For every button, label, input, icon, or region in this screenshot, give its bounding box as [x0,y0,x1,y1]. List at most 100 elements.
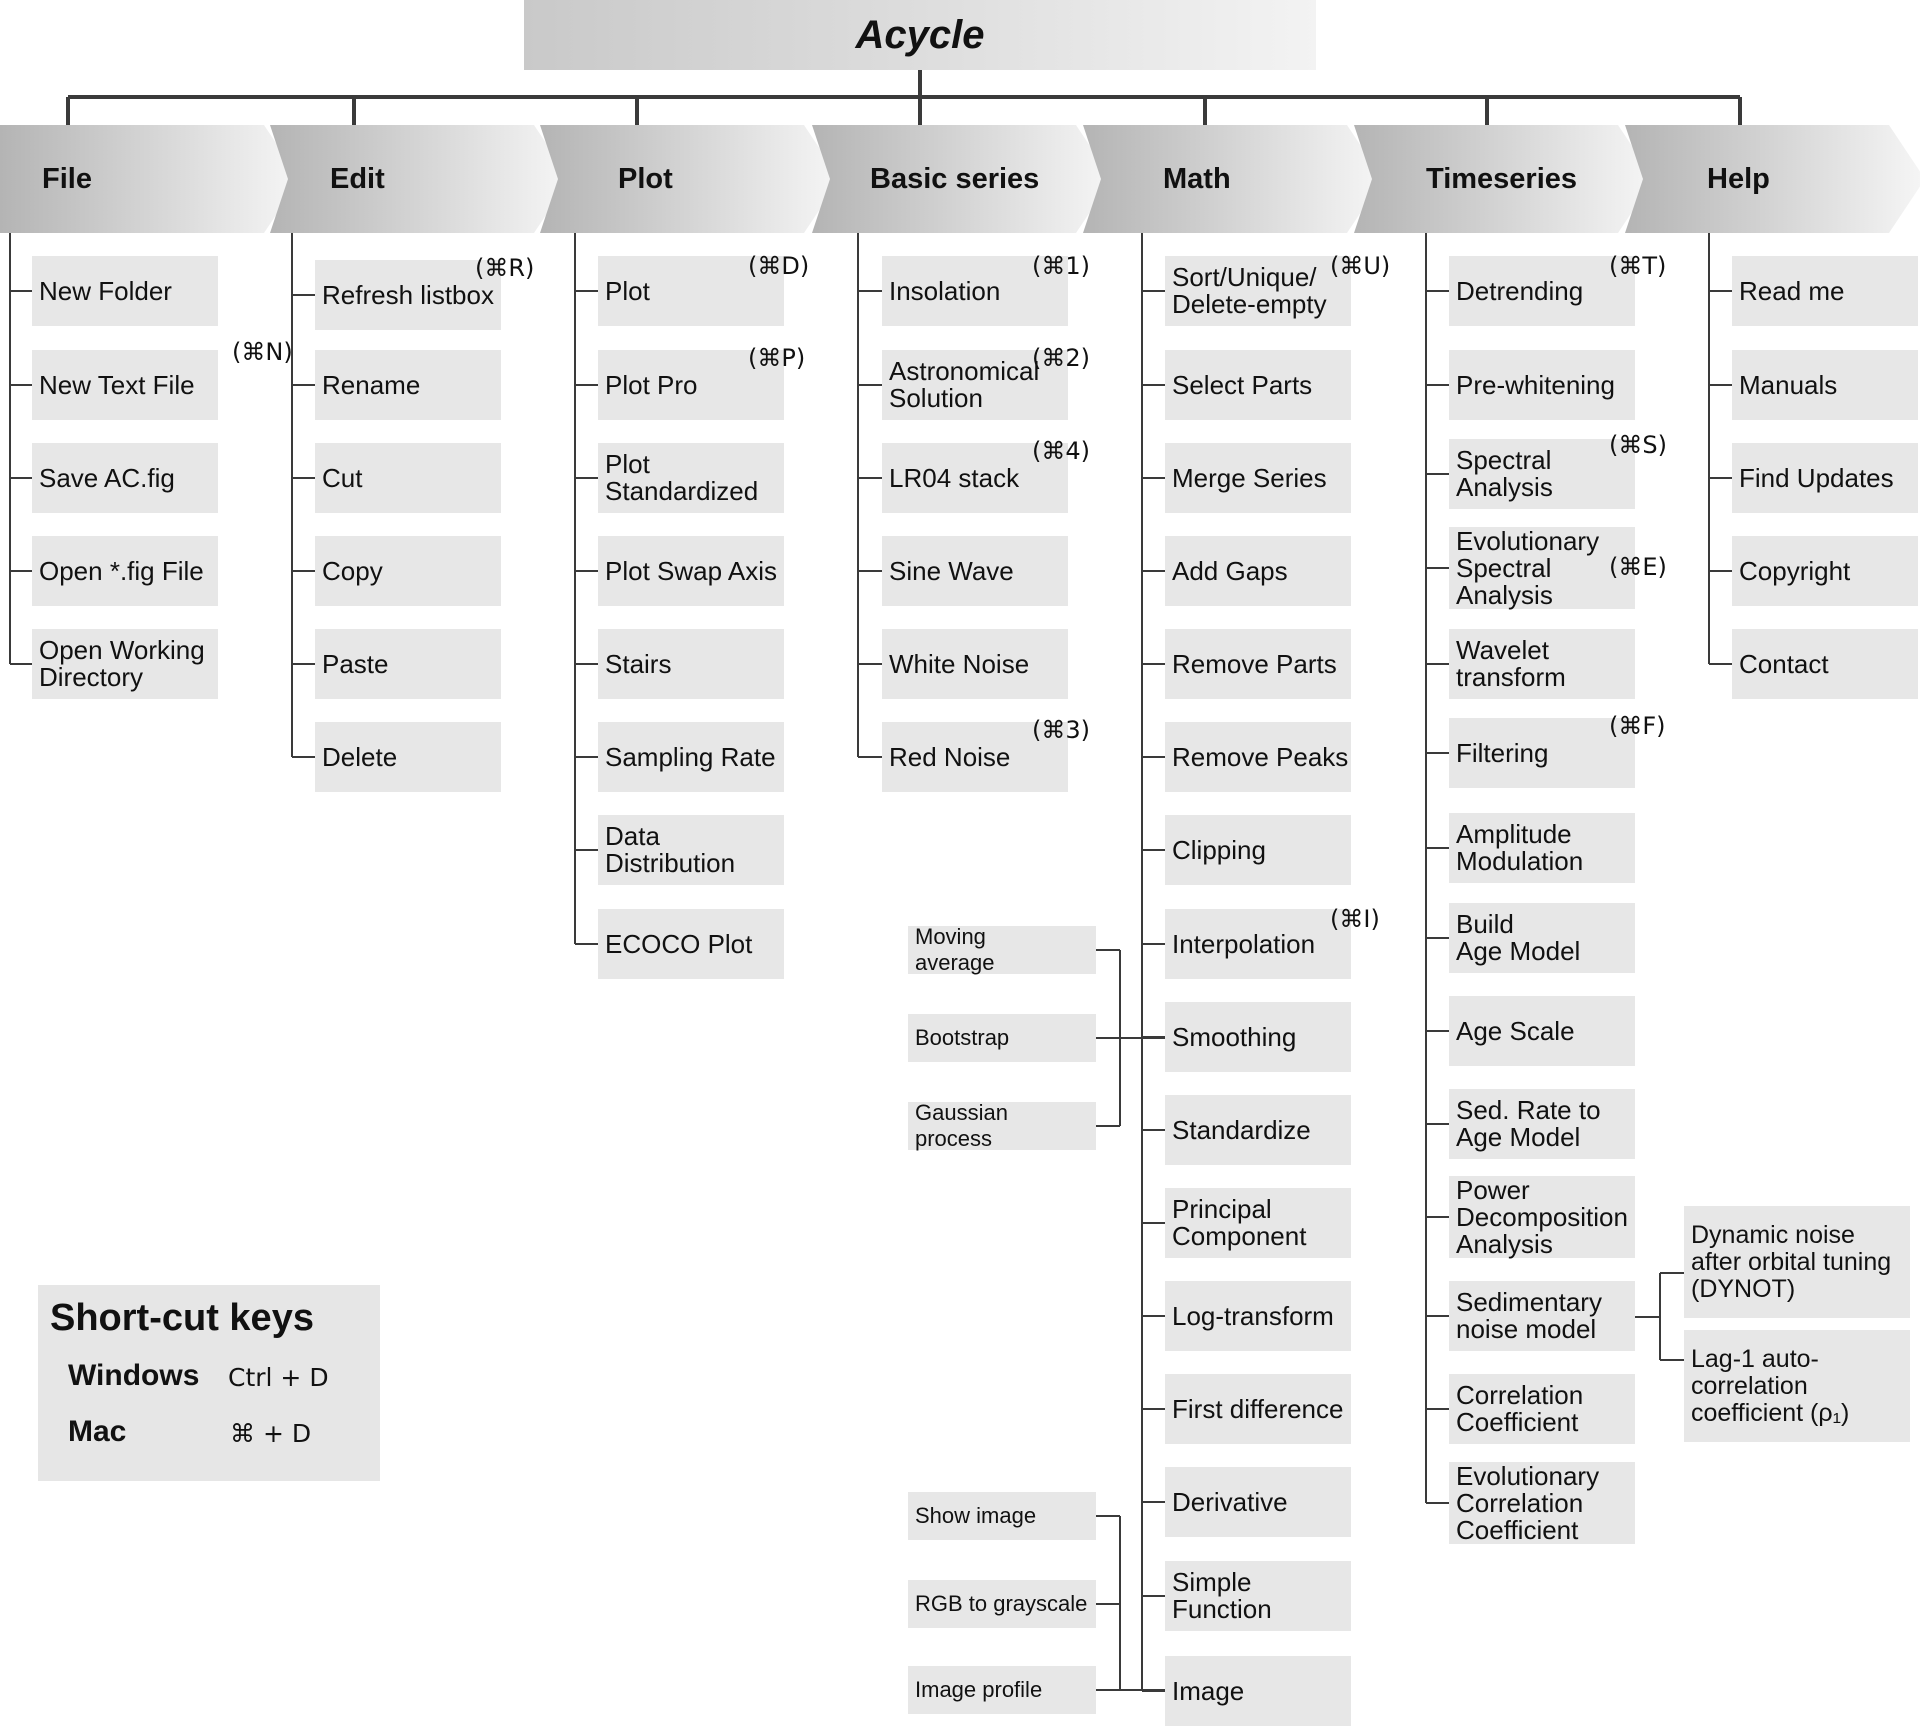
menu-item-derivative[interactable]: Derivative [1165,1467,1351,1537]
menu-file[interactable]: File [0,125,300,233]
menu-item-label: Principal Component [1172,1194,1307,1251]
menu-item-clipping[interactable]: Clipping [1165,815,1351,885]
menu-item-label: Read me [1739,275,1845,306]
menu-item-simple-function[interactable]: Simple Function [1165,1561,1351,1631]
menu-item-refresh-listbox[interactable]: Refresh listbox [315,260,501,330]
menu-item-merge-series[interactable]: Merge Series [1165,443,1351,513]
submenu-smoothing-gaussian-process[interactable]: Gaussian process [908,1100,1096,1151]
submenu-image-show-image[interactable]: Show image [908,1492,1096,1540]
menu-item-pre-whitening[interactable]: Pre-whitening [1449,350,1635,420]
menu-basic-label: Basic series [870,162,1040,195]
menu-item-sed-rate-to-age-model[interactable]: Sed. Rate to Age Model [1449,1089,1635,1159]
menu-item-label: Age Scale [1456,1015,1575,1046]
menu-item-sine-wave[interactable]: Sine Wave [882,536,1068,606]
legend-os-mac: Mac [68,1415,127,1448]
menu-item-new-text-file[interactable]: New Text File [32,350,218,420]
menu-item-select-parts[interactable]: Select Parts [1165,350,1351,420]
menu-item-copy[interactable]: Copy [315,536,501,606]
menu-item-copyright[interactable]: Copyright [1732,536,1918,606]
submenu-noise-lag-1-auto-correlation-coefficient[interactable]: Lag-1 auto- correlation coefficient (ρ₁) [1684,1330,1910,1442]
menu-item-label: Build Age Model [1456,909,1581,966]
submenu-smoothing-moving-average[interactable]: Moving average [908,924,1096,975]
menu-item-lr04-stack[interactable]: LR04 stack [882,443,1068,513]
menu-item-label: Open *.fig File [39,555,204,586]
menu-edit[interactable]: Edit [270,125,570,233]
menu-item-label: Cut [322,462,363,493]
submenu-item-label: Bootstrap [915,1025,1010,1050]
menu-item-wavelet-transform[interactable]: Wavelet transform [1449,629,1635,699]
menu-item-insolation[interactable]: Insolation [882,256,1068,326]
submenu-smoothing-bootstrap[interactable]: Bootstrap [908,1014,1096,1062]
menu-item-manuals[interactable]: Manuals [1732,350,1918,420]
menu-item-add-gaps[interactable]: Add Gaps [1165,536,1351,606]
menu-item-delete[interactable]: Delete [315,722,501,792]
menu-item-spectral-analysis[interactable]: Spectral Analysis [1449,439,1635,509]
menu-item-smoothing[interactable]: Smoothing [1165,1002,1351,1072]
menu-item-plot[interactable]: Plot [598,256,784,326]
shortcut-label: (⌘3) [1032,716,1090,744]
menu-item-astronomical-solution[interactable]: Astronomical Solution [882,350,1068,420]
menu-item-paste[interactable]: Paste [315,629,501,699]
menu-item-label: Interpolation [1172,928,1316,959]
menu-item-new-folder[interactable]: New Folder [32,256,218,326]
submenu-item-label: Dynamic noise after orbital tuning (DYNO… [1691,1220,1892,1303]
menu-item-amplitude-modulation[interactable]: Amplitude Modulation [1449,813,1635,883]
menu-item-rename[interactable]: Rename [315,350,501,420]
menu-item-open-fig-file[interactable]: Open *.fig File [32,536,218,606]
menu-item-build-age-model[interactable]: Build Age Model [1449,903,1635,973]
menu-item-contact[interactable]: Contact [1732,629,1918,699]
submenu-image-rgb-to-grayscale[interactable]: RGB to grayscale [908,1580,1096,1628]
menu-item-detrending[interactable]: Detrending [1449,256,1635,326]
menu-item-plot-swap-axis[interactable]: Plot Swap Axis [598,536,784,606]
menu-item-label: Plot Standardized [605,449,759,506]
shortcut-label: (⌘1) [1032,252,1090,280]
menu-item-interpolation[interactable]: Interpolation [1165,909,1351,979]
menu-item-label: Refresh listbox [322,279,494,310]
shortcut-legend: Short-cut keys Windows Ctrl + D Mac ⌘ + … [38,1285,380,1481]
menu-item-log-transform[interactable]: Log-transform [1165,1281,1351,1351]
menu-item-white-noise[interactable]: White Noise [882,629,1068,699]
menu-item-filtering[interactable]: Filtering [1449,718,1635,788]
menu-item-correlation-coefficient[interactable]: Correlation Coefficient [1449,1374,1635,1444]
submenu-noise-dynamic-noise-after-orbital-tuning-dynot[interactable]: Dynamic noise after orbital tuning (DYNO… [1684,1206,1910,1318]
menu-item-remove-parts[interactable]: Remove Parts [1165,629,1351,699]
menu-item-stairs[interactable]: Stairs [598,629,784,699]
menu-item-label: Clipping [1172,834,1266,865]
menu-item-cut[interactable]: Cut [315,443,501,513]
menu-item-principal-component[interactable]: Principal Component [1165,1188,1351,1258]
menu-item-standardize[interactable]: Standardize [1165,1095,1351,1165]
menu-item-image[interactable]: Image [1165,1656,1351,1726]
menu-item-ecoco-plot[interactable]: ECOCO Plot [598,909,784,979]
menu-item-power-decomposition-analysis[interactable]: Power Decomposition Analysis [1449,1176,1635,1258]
menu-file-label: File [42,162,92,195]
menu-item-label: Remove Parts [1172,648,1337,679]
menu-item-evolutionary-correlation-coefficient[interactable]: Evolutionary Correlation Coefficient [1449,1462,1635,1544]
menu-item-evolutionary-spectral-analysis[interactable]: Evolutionary Spectral Analysis [1449,527,1635,609]
menu-basic[interactable]: Basic series [812,125,1112,233]
menu-item-remove-peaks[interactable]: Remove Peaks [1165,722,1351,792]
menu-item-label: Derivative [1172,1486,1288,1517]
menu-item-red-noise[interactable]: Red Noise [882,722,1068,792]
menu-item-first-difference[interactable]: First difference [1165,1374,1351,1444]
menu-item-save-ac-fig[interactable]: Save AC.fig [32,443,218,513]
menu-item-sedimentary-noise-model[interactable]: Sedimentary noise model [1449,1281,1635,1351]
menu-item-label: Image [1172,1675,1245,1706]
menu-item-age-scale[interactable]: Age Scale [1449,996,1635,1066]
menu-item-find-updates[interactable]: Find Updates [1732,443,1918,513]
menu-item-label: Standardize [1172,1114,1311,1145]
menu-item-plot-standardized[interactable]: Plot Standardized [598,443,784,513]
menu-item-label: Select Parts [1172,369,1313,400]
menu-item-read-me[interactable]: Read me [1732,256,1918,326]
menu-math[interactable]: Math [1083,125,1383,233]
menu-item-open-working-directory[interactable]: Open Working Directory [32,629,218,699]
menu-item-data-distribution[interactable]: Data Distribution [598,815,784,885]
submenu-image-image-profile[interactable]: Image profile [908,1666,1096,1714]
menu-item-sort-unique-delete-empty[interactable]: Sort/Unique/ Delete-empty [1165,256,1351,326]
menu-help[interactable]: Help [1625,125,1920,233]
menu-timeseries[interactable]: Timeseries [1354,125,1654,233]
menu-plot[interactable]: Plot [540,125,840,233]
menu-item-sampling-rate[interactable]: Sampling Rate [598,722,784,792]
menu-item-plot-pro[interactable]: Plot Pro [598,350,784,420]
